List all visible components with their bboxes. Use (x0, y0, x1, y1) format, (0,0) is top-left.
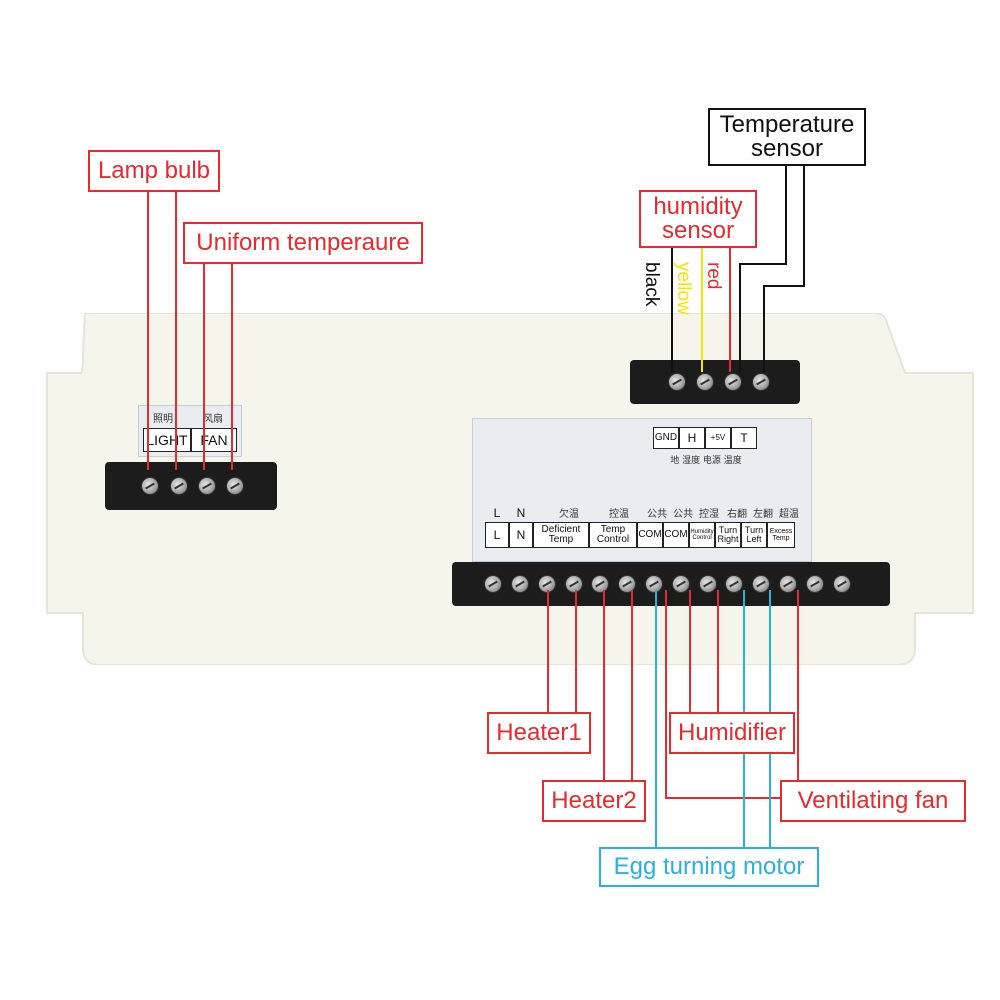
terminal-screw (668, 373, 686, 391)
heater1-label: Heater1 (487, 712, 591, 754)
terminal-label-turn-right: Turn Right (715, 522, 741, 548)
terminal-label-n: N (509, 522, 533, 548)
terminal-screw (724, 373, 742, 391)
terminal-screw (226, 477, 244, 495)
terminal-screw (752, 575, 770, 593)
terminal-label-temp-control: Temp Control (589, 522, 637, 548)
terminal-screw (672, 575, 690, 593)
terminal-screw (752, 373, 770, 391)
light-fan-label-plate: 照明 风扇 LIGHT FAN (138, 405, 242, 457)
wire-label-black: black (641, 262, 662, 307)
main-terminal-block (452, 562, 890, 606)
terminal-screw (779, 575, 797, 593)
temp-sensor-wire (763, 165, 805, 372)
ventilating-fan-label: Ventilating fan (780, 780, 966, 822)
light-terminal-label: LIGHT (143, 428, 191, 452)
vent-fan-wire (665, 590, 780, 799)
n-top-label: N (516, 505, 526, 520)
terminal-label-com1: COM (637, 522, 663, 548)
plus5v-label: +5V (705, 427, 731, 449)
terminal-screw (484, 575, 502, 593)
terminal-label-turn-left: Turn Left (741, 522, 767, 548)
terminal-screw (141, 477, 159, 495)
uniform-temperature-fan-label: Uniform temperaure (183, 222, 423, 264)
terminal-screw (806, 575, 824, 593)
terminal-screw (645, 575, 663, 593)
humidity-h-label: H (679, 427, 705, 449)
egg-turning-motor-label: Egg turning motor (599, 847, 819, 887)
wire-label-red: red (703, 262, 724, 290)
cn-header: 右翻 (727, 509, 747, 520)
humidifier-label: Humidifier (669, 712, 795, 754)
cn-light-label: 照明 (153, 414, 173, 425)
terminal-screw (696, 373, 714, 391)
terminal-screw (833, 575, 851, 593)
gnd-label: GND (653, 427, 679, 449)
terminal-screw (618, 575, 636, 593)
fan-terminal-label: FAN (191, 428, 237, 452)
terminal-label-com2: COM (663, 522, 689, 548)
cn-header-row: 欠温 控温 公共 公共 控湿 右翻 左翻 超温 (481, 505, 801, 520)
cn-fan-label: 风扇 (203, 414, 223, 425)
temp-t-label: T (731, 427, 757, 449)
cn-header: 超温 (779, 509, 799, 520)
terminal-screw (565, 575, 583, 593)
temperature-sensor-label: Temperature sensor (708, 108, 866, 166)
lamp-bulb-label: Lamp bulb (88, 150, 220, 192)
light-fan-terminal-block (105, 462, 277, 510)
cn-header: 左翻 (753, 509, 773, 520)
humidity-sensor-label: humidity sensor (639, 190, 757, 248)
sensor-cn-row: 地 湿度 电源 温度 (670, 456, 742, 466)
terminal-screw (511, 575, 529, 593)
temp-sensor-wire (739, 165, 787, 372)
main-label-plate: GND H +5V T 地 湿度 电源 温度 欠温 控温 公共 公共 控湿 右翻… (472, 418, 812, 562)
cn-header: 控温 (609, 509, 629, 520)
terminal-screw (591, 575, 609, 593)
cn-header: 控湿 (699, 509, 719, 520)
terminal-label-humidity-control: Humidity Control (689, 522, 715, 548)
terminal-label-deficient-temp: Deficient Temp (533, 522, 589, 548)
l-top-label: L (493, 505, 501, 520)
sensor-terminal-block (630, 360, 800, 404)
cn-header: 公共 (647, 509, 667, 520)
terminal-label-excess-temp: Excess Temp (767, 522, 795, 548)
terminal-screw (170, 477, 188, 495)
terminal-screw (198, 477, 216, 495)
terminal-screw (699, 575, 717, 593)
cn-header: 欠温 (559, 509, 579, 520)
cn-header: 公共 (673, 509, 693, 520)
heater2-label: Heater2 (542, 780, 646, 822)
wire-label-yellow: yellow (673, 262, 694, 315)
heater2-wire (603, 590, 644, 801)
terminal-screw (725, 575, 743, 593)
terminal-label-l: L (485, 522, 509, 548)
